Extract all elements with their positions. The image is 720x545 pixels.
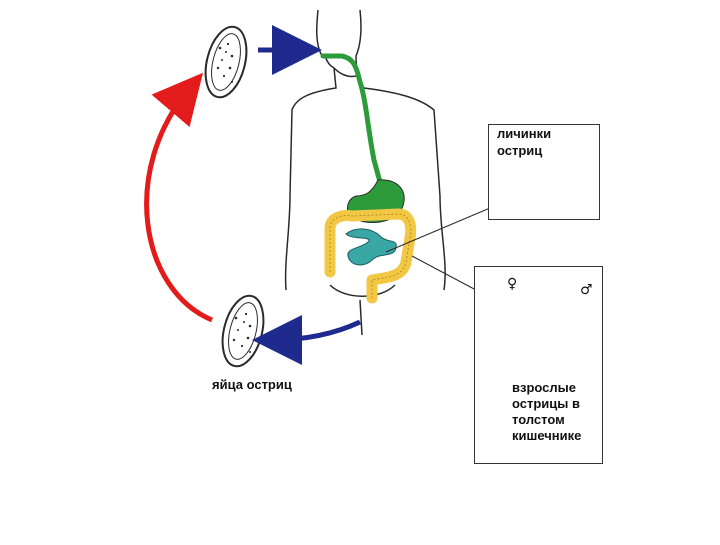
larvae-label-line2: остриц bbox=[497, 143, 543, 158]
callout-line-larvae bbox=[385, 207, 491, 253]
egg-bottom bbox=[221, 294, 265, 368]
esophagus bbox=[320, 53, 383, 185]
male-symbol: ♂ bbox=[580, 282, 593, 298]
eggs-label: яйца остриц bbox=[212, 377, 292, 392]
arrow-cycle-back bbox=[144, 72, 213, 323]
small-intestine bbox=[345, 228, 397, 266]
callout-line-adults bbox=[411, 255, 477, 291]
egg-top bbox=[204, 25, 248, 99]
larvae-label-line1: личинки bbox=[497, 126, 552, 141]
female-symbol: ♀ bbox=[507, 276, 518, 292]
human-silhouette bbox=[284, 9, 446, 336]
larvae-callout-box bbox=[488, 124, 600, 220]
adults-label-line2: острицы в bbox=[512, 396, 580, 411]
adults-label-line1: взрослые bbox=[512, 380, 576, 395]
adults-label-line4: кишечнике bbox=[512, 428, 582, 443]
large-intestine-outline bbox=[329, 213, 412, 298]
adults-callout-box bbox=[474, 266, 603, 464]
digestive-tract bbox=[320, 53, 417, 304]
adults-label-line3: толстом bbox=[512, 412, 565, 427]
arrow-body-to-egg bbox=[252, 314, 362, 365]
